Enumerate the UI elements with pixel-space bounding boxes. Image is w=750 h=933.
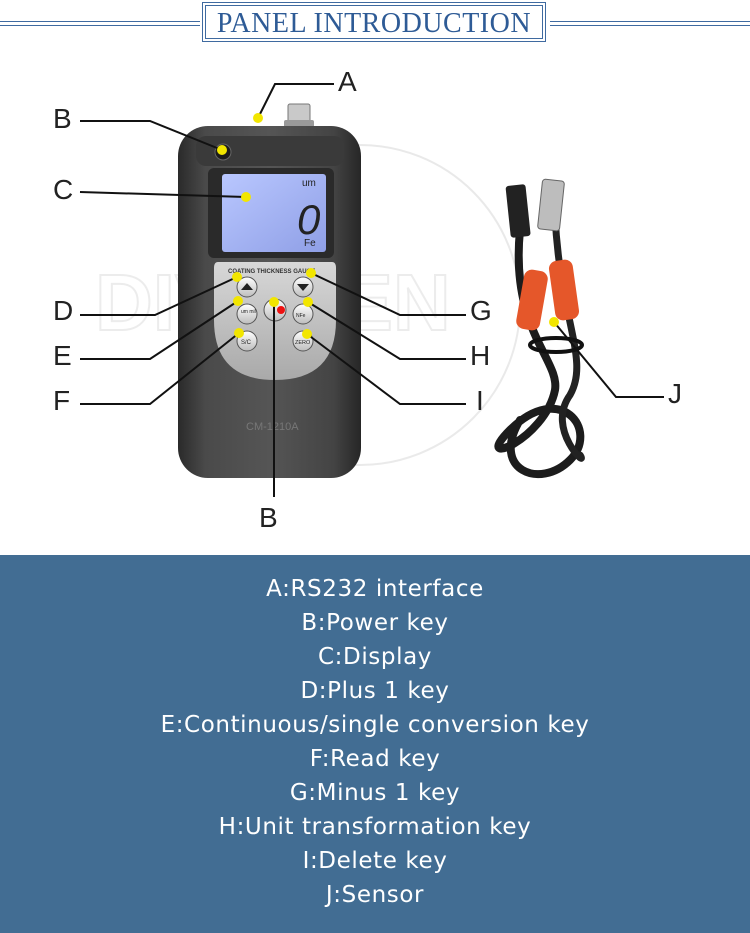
- marker-i: [302, 329, 312, 339]
- callout-f: F: [53, 385, 71, 416]
- legend-item: E:Continuous/single conversion key: [160, 712, 590, 738]
- legend-list: A:RS232 interface B:Power key C:Display …: [0, 572, 750, 912]
- marker-d: [232, 272, 242, 282]
- marker-e: [233, 296, 243, 306]
- marker-a: [253, 113, 263, 123]
- callout-d: D: [53, 295, 74, 326]
- plus-key[interactable]: [236, 276, 258, 298]
- callout-e: E: [53, 340, 72, 371]
- callout-markers: [217, 113, 559, 339]
- screen-value: 0: [297, 196, 321, 243]
- sensor-probe: [494, 178, 585, 479]
- nf-key-label: NFe: [296, 313, 306, 319]
- marker-j: [549, 317, 559, 327]
- legend-item: B:Power key: [301, 610, 449, 636]
- marker-g: [306, 268, 316, 278]
- header-rule-right: [550, 21, 750, 26]
- device-illustration: DIVEREN um 0 Fe COATING THICKNESS GAUGE: [79, 83, 664, 497]
- marker-f: [234, 328, 244, 338]
- minus-key[interactable]: [292, 276, 314, 298]
- model-label: CM-1210A: [246, 421, 299, 433]
- legend-item: H:Unit transformation key: [218, 814, 532, 840]
- callout-j: J: [668, 378, 682, 409]
- callout-a: A: [338, 66, 357, 97]
- page-title: PANEL INTRODUCTION: [216, 8, 532, 39]
- legend-item: I:Delete key: [302, 848, 448, 874]
- legend-panel: A:RS232 interface B:Power key C:Display …: [0, 555, 750, 933]
- callout-b-top: B: [53, 103, 72, 134]
- unit-key[interactable]: um mil: [236, 303, 258, 325]
- marker-b: [217, 145, 227, 155]
- lcd-display: um 0 Fe: [208, 168, 334, 258]
- marker-h: [303, 297, 313, 307]
- power-icon: [277, 306, 285, 314]
- screen-unit: um: [302, 178, 316, 189]
- legend-item: D:Plus 1 key: [300, 678, 450, 704]
- zero-key-label: ZERO: [295, 340, 311, 346]
- screen-material: Fe: [304, 238, 316, 249]
- callout-c: C: [53, 174, 74, 205]
- down-arrow-icon: [297, 284, 309, 291]
- callout-g: G: [470, 295, 492, 326]
- callout-b-bottom: B: [259, 502, 278, 533]
- marker-b-power: [269, 297, 279, 307]
- legend-item: F:Read key: [309, 746, 441, 772]
- header-rule-left: [0, 21, 200, 26]
- device-diagram: DIVEREN um 0 Fe COATING THICKNESS GAUGE: [0, 45, 750, 555]
- up-arrow-icon: [241, 283, 253, 290]
- unit-key-label: um mil: [241, 309, 256, 315]
- legend-item: A:RS232 interface: [266, 576, 484, 602]
- brand-label: COATING THICKNESS GAUGE: [228, 269, 315, 275]
- marker-c: [241, 192, 251, 202]
- leader-lines: [79, 83, 664, 497]
- legend-item: J:Sensor: [325, 882, 425, 908]
- callout-i: I: [476, 385, 484, 416]
- nf-key[interactable]: NFe: [292, 303, 314, 325]
- legend-item: C:Display: [318, 644, 432, 670]
- callout-h: H: [470, 340, 491, 371]
- sc-key-label: S/C: [241, 340, 252, 346]
- legend-item: G:Minus 1 key: [289, 780, 461, 806]
- header-frame: PANEL INTRODUCTION: [202, 2, 546, 42]
